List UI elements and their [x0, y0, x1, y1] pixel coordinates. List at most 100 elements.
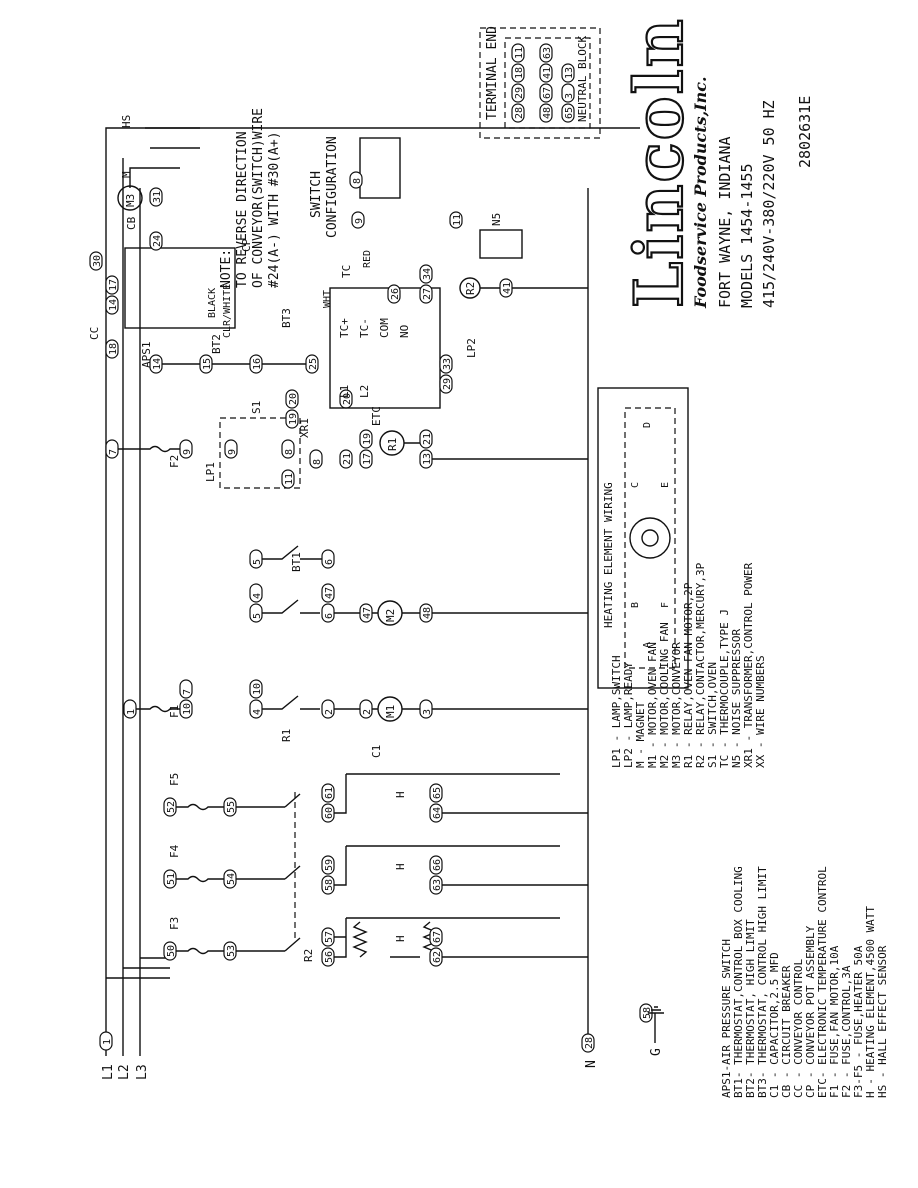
label-r1-relay: R1	[280, 729, 293, 742]
terminal-right-63: 63	[542, 47, 553, 59]
label-m3: M3	[124, 194, 137, 207]
legend2-6: M3 - MOTOR,CONVEYOR	[670, 642, 683, 768]
terminal-right-65: 65	[564, 107, 575, 119]
wire-19: 19	[288, 413, 299, 425]
wire-25: 25	[308, 358, 319, 370]
legend2-10: TC - THERMOCOUPLE,TYPE J	[718, 609, 731, 768]
wire-58-ground: 58	[642, 1007, 653, 1019]
heating-element-wiring-detail: HEATING ELEMENT WIRING A B C D E F	[597, 387, 689, 689]
label-bt3: BT3	[280, 308, 293, 328]
wire-16: 16	[252, 358, 263, 370]
legend2-4: M1 - MOTOR,OVEN FAN	[646, 642, 659, 768]
label-c1: C1	[370, 745, 383, 758]
label-r2-contactor: R2	[302, 949, 315, 962]
legend2-3: M - MAGNET	[634, 701, 647, 768]
legend2-13: XX - WIRE NUMBERS	[754, 655, 767, 768]
label-xr1: XR1	[298, 418, 311, 438]
wire-57: 57	[324, 931, 335, 943]
wire-47: 47	[324, 587, 335, 599]
legend-10: F1 - FUSE,FAN MOTOR,10A	[828, 945, 841, 1098]
label-etc: ETC	[370, 406, 383, 426]
legend-3: BT2- THERMOSTAT, HIGH LIMIT	[744, 919, 757, 1098]
switch-configuration: SWITCH CONFIGURATION 8 9 11	[309, 136, 463, 238]
terminal-left-29: 29	[514, 87, 525, 99]
wire-15: 15	[202, 358, 213, 370]
control-branch: F2 7 9 LP1 S1 9 8 11 XR1 19 20 8 21 20 1…	[105, 389, 588, 489]
switch-config-line-1: SWITCH	[309, 171, 324, 218]
wire-11: 11	[284, 473, 295, 485]
wire-8: 8	[284, 449, 295, 455]
supply-lines: L1 L2 L3 1 N 28 G 58	[99, 127, 664, 1080]
wire-59: 59	[324, 859, 335, 871]
wire-21-b: 21	[422, 433, 433, 445]
label-lp1: LP1	[204, 462, 217, 482]
label-f4: F4	[168, 844, 181, 858]
terminal-left-48: 48	[542, 107, 553, 119]
wire-55: 55	[226, 801, 237, 813]
label-ground: G	[649, 1048, 664, 1056]
brand-models: MODELS 1454-1455	[738, 164, 756, 309]
wire-7: 7	[182, 689, 193, 695]
wire-63: 63	[432, 879, 443, 891]
terminal-mid-67: 67	[542, 87, 553, 99]
wire-3: 3	[422, 709, 433, 715]
neutral-block-label: NEUTRAL BLOCK	[576, 36, 589, 122]
label-no: NO	[398, 325, 411, 338]
label-bt1: BT1	[290, 552, 303, 572]
note-block: NOTE: TO REVERSE DIRECTION OF CONVEYOR(S…	[219, 108, 282, 288]
note-line-1: TO REVERSE DIRECTION	[235, 131, 250, 288]
wire-67: 67	[432, 931, 443, 943]
fan-motor-branch: F1 1 10 7 4 10 R1 2 2 M1 C1 3	[123, 679, 588, 758]
heating-letter-d: D	[642, 422, 653, 428]
wire-61: 61	[324, 787, 335, 799]
brand-logo: Lincoln	[620, 17, 698, 308]
wire-20: 20	[288, 393, 299, 405]
wire-65: 65	[432, 787, 443, 799]
wire-30: 30	[92, 255, 103, 267]
wire-18: 18	[108, 343, 119, 355]
wire-53: 53	[226, 945, 237, 957]
legend-12: F3-F5 - FUSE,HEATER 50A	[852, 945, 865, 1098]
note-title: NOTE:	[219, 249, 234, 288]
switch-wire-8: 8	[352, 178, 363, 184]
legend2-5: M2 - MOTOR,COOLING FAN	[658, 622, 671, 768]
heating-letter-e: E	[660, 482, 671, 488]
wire-2-b: 2	[362, 709, 373, 715]
wire-7-f2: 7	[108, 449, 119, 455]
wire-4-b: 4	[252, 593, 263, 599]
wire-26: 26	[390, 288, 401, 300]
switch-wire-11: 11	[452, 214, 463, 226]
conveyor-etc-section: APS1 BT2 BT3 CC 18 14 15 16 25 ETC L1 L2…	[88, 115, 588, 426]
legend2-8: R2 - RELAY,CONTACTOR,MERCURY,3P	[694, 562, 707, 768]
wire-10-b: 10	[252, 683, 263, 695]
wire-28: 28	[584, 1037, 595, 1049]
brand-voltage: 415/240V-380/220V 50 HZ	[760, 100, 778, 308]
legend-5: C1 - CAPACITOR,2.5 MFD	[768, 952, 781, 1098]
wire-17-cc: 17	[108, 279, 119, 291]
label-r1: R1	[386, 438, 399, 451]
label-h-3: H	[394, 791, 407, 798]
label-com: COM	[378, 318, 391, 338]
wire-60: 60	[324, 807, 335, 819]
label-h-2: H	[394, 863, 407, 870]
wire-54: 54	[226, 873, 237, 885]
label-r2: R2	[464, 282, 477, 295]
wire-62: 62	[432, 951, 443, 963]
wire-8-b: 8	[312, 459, 323, 465]
legend-8: CP - CONVEYOR POT ASSEMBLY	[804, 925, 817, 1098]
label-l1: L1	[101, 1064, 116, 1080]
label-l3: L3	[135, 1064, 150, 1080]
wire-66: 66	[432, 859, 443, 871]
note-line-3: #24(A-) WITH #30(A+)	[267, 131, 282, 288]
wire-2: 2	[324, 709, 335, 715]
legend2-11: N5 - NOISE SUPPRESSOR	[730, 629, 743, 768]
terminal-left-11: 11	[514, 47, 525, 59]
wire-9-b: 9	[227, 449, 238, 455]
brand-city: FORT WAYNE, INDIANA	[716, 136, 734, 308]
label-tcp: TC+	[338, 318, 351, 338]
label-neutral: N	[584, 1060, 599, 1068]
wire-24: 24	[152, 235, 163, 247]
label-h-1: H	[394, 935, 407, 942]
